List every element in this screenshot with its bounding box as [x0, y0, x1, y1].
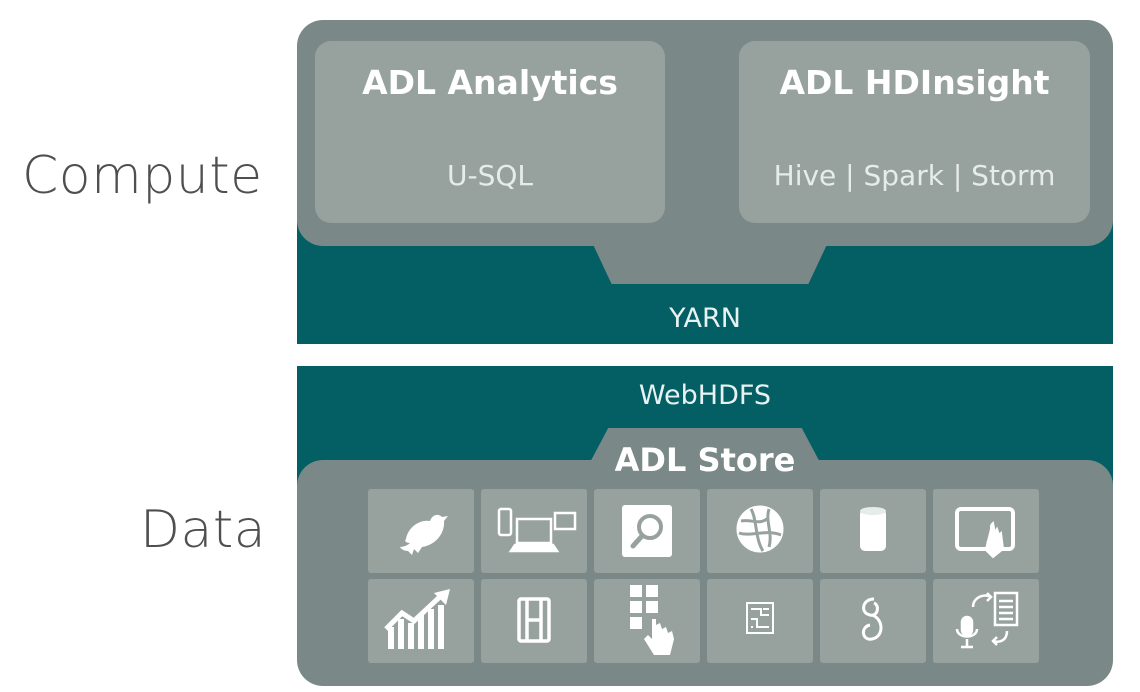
adl-store-tab: [587, 428, 823, 468]
film-icon: [481, 579, 587, 663]
touch-grid-icon: [594, 579, 700, 663]
adl-store-title: ADL Store: [614, 441, 796, 479]
webhdfs-label: WebHDFS: [638, 380, 772, 411]
adl-analytics-subtitle: U-SQL: [446, 159, 533, 192]
adl-hdinsight-box: ADL HDInsight Hive | Spark | Storm: [739, 41, 1090, 223]
adl-analytics-box: ADL Analytics U-SQL: [315, 41, 665, 223]
compute-layer-label: Compute: [22, 146, 263, 206]
link-icon: [820, 579, 926, 663]
devices-icon: [481, 489, 587, 573]
globe-icon: [707, 489, 813, 573]
circuit-icon: [707, 579, 813, 663]
touch-screen-icon: [933, 489, 1039, 573]
compute-connector: [590, 238, 830, 284]
data-layer-label: Data: [140, 500, 267, 560]
speech-to-text-icon: [933, 579, 1039, 663]
database-icon: [820, 489, 926, 573]
adl-hdinsight-subtitle: Hive | Spark | Storm: [773, 159, 1056, 192]
bird-icon: [368, 489, 474, 573]
yarn-label: YARN: [669, 303, 741, 334]
search-icon: [594, 489, 700, 573]
chart-growth-icon: [368, 579, 474, 663]
adl-analytics-title: ADL Analytics: [362, 63, 618, 102]
adl-hdinsight-title: ADL HDInsight: [779, 63, 1050, 102]
